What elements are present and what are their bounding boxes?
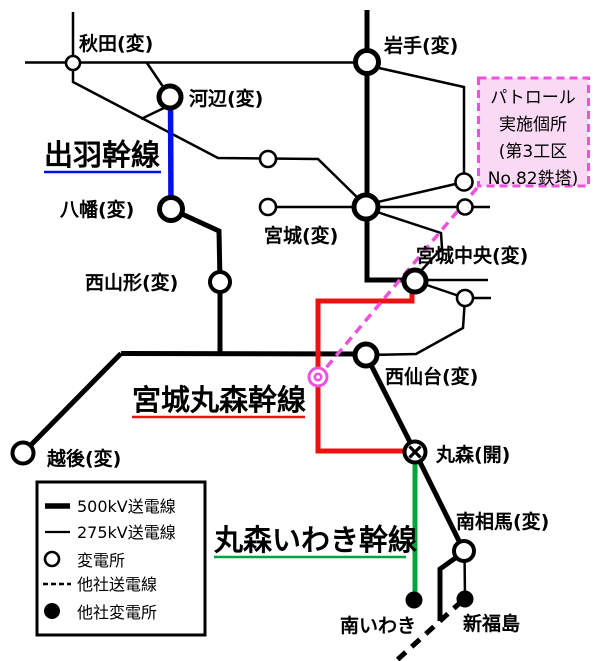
title-dewa-line: 出羽幹線 [44, 138, 160, 172]
node-shin-fukushima [456, 590, 474, 608]
label-nishi-yamagata: 西山形(変) [85, 271, 178, 294]
title-miyagi-marumori-line: 宮城丸森幹線 [132, 383, 306, 417]
patrol-note-line1: パトロール [490, 88, 576, 108]
label-akita: 秋田(変) [79, 32, 153, 55]
line-marumori-minamisoma [412, 450, 467, 553]
patrol-note-line3: (第3工区 [499, 142, 567, 162]
label-miyagi: 宮城(変) [264, 224, 338, 247]
label-nishi-sendai: 西仙台(変) [385, 365, 478, 388]
line-titles: 出羽幹線 宮城丸森幹線 丸森いわき幹線 [44, 138, 417, 559]
patrol-note-line4: No.82鉄塔) [488, 169, 579, 189]
node-iwate [353, 48, 381, 76]
patrol-note-line2: 実施個所 [499, 115, 567, 135]
label-miyagi-chuo: 宮城中央(変) [416, 244, 528, 267]
line-miyagi-marumori-trunk [315, 286, 415, 454]
node-substation-1 [258, 149, 278, 169]
patrol-note-box: パトロール 実施個所 (第3工区 No.82鉄塔) [477, 76, 590, 189]
line-junction-echigo [24, 351, 123, 452]
line-minamisoma-south [437, 551, 463, 621]
label-minami-iwaki: 南いわき [340, 615, 416, 637]
legend-substation-label: 変電所 [77, 551, 125, 570]
label-yawata: 八幡(変) [60, 198, 134, 221]
legend-275kv-label: 275kV送電線 [77, 523, 176, 542]
line-east-miyagi [368, 180, 465, 206]
line-miyagi-miyagichuo [367, 207, 444, 274]
line-dewa-trunk [167, 96, 174, 210]
node-substation-5 [455, 288, 475, 308]
legend-other-substation-label: 他社変電所 [77, 603, 157, 622]
label-echigo: 越後(変) [46, 447, 121, 470]
label-minami-soma: 南相馬(変) [456, 510, 549, 533]
node-echigo [10, 440, 36, 466]
line-junction-nishisendai [120, 351, 367, 357]
line-kawabe-tap [140, 105, 167, 121]
line-nishisendai-marumori [363, 353, 418, 454]
node-kawabe [156, 83, 184, 111]
legend: 500kV送電線 275kV送電線 変電所 他社送電線 他社変電所 [35, 480, 207, 637]
node-yawata [157, 195, 185, 223]
node-nishi-yamagata [208, 270, 232, 294]
nodes [10, 48, 476, 609]
line-iwate-east [369, 64, 466, 182]
title-marumori-iwaki-line: 丸森いわき幹線 [213, 523, 417, 557]
node-akita [64, 54, 82, 72]
line-yawata-nishiyamagata [169, 206, 223, 283]
patrol-pointer-line [318, 186, 479, 377]
line-akita-miyagi [71, 63, 367, 207]
node-marumori-cross-2 [408, 445, 422, 459]
node-substation-3 [454, 172, 474, 192]
node-substation-2 [258, 197, 278, 217]
patrol-marker-inner [313, 372, 323, 382]
node-minami-soma [452, 539, 476, 563]
label-shin-fukushima: 新福島 [463, 612, 520, 635]
node-substation-4 [456, 198, 474, 216]
station-labels: 秋田(変) 岩手(変) 河辺(変) 八幡(変) 西山形(変) 宮城(変) 宮城中… [46, 32, 549, 637]
line-tap-nishisendai [365, 297, 467, 357]
label-kawabe: 河辺(変) [189, 87, 263, 110]
patrol-note-rect [477, 76, 590, 188]
node-nishi-sendai [352, 341, 380, 369]
label-iwate: 岩手(変) [383, 34, 458, 57]
node-miyagi-chuo [401, 267, 429, 295]
label-marumori: 丸森(開) [435, 443, 510, 466]
legend-other-substation-sample [44, 603, 60, 619]
line-other-company [394, 599, 464, 661]
node-miyagi [351, 192, 381, 222]
legend-other-line-label: 他社送電線 [77, 575, 157, 594]
legend-500kv-label: 500kV送電線 [77, 497, 176, 516]
legend-substation-sample [43, 550, 61, 568]
lines-500kv [24, 10, 467, 621]
node-minami-iwaki [405, 591, 423, 609]
